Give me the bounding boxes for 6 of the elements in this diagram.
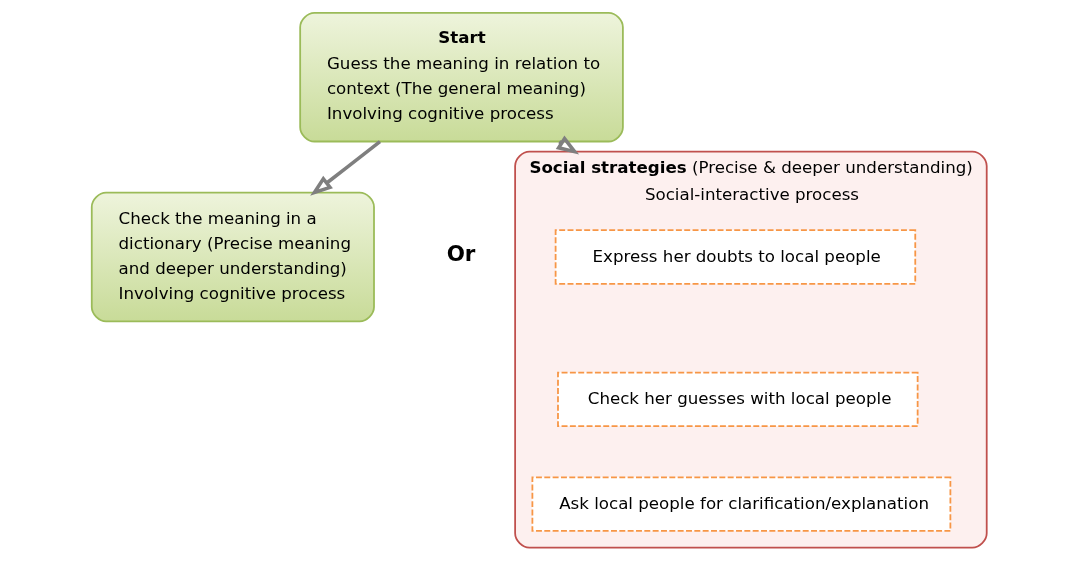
label: Or [446, 241, 476, 267]
node-box: Check her guesses with local people [557, 371, 919, 427]
arrow [310, 140, 382, 196]
node-box: Check the meaning in a dictionary (Precise meaning and deeper understanding) Involving cognitive process [90, 191, 375, 323]
node-box: Ask local people for clarification/explanation [531, 476, 952, 532]
node-box: Express her doubts to local people [554, 229, 917, 285]
